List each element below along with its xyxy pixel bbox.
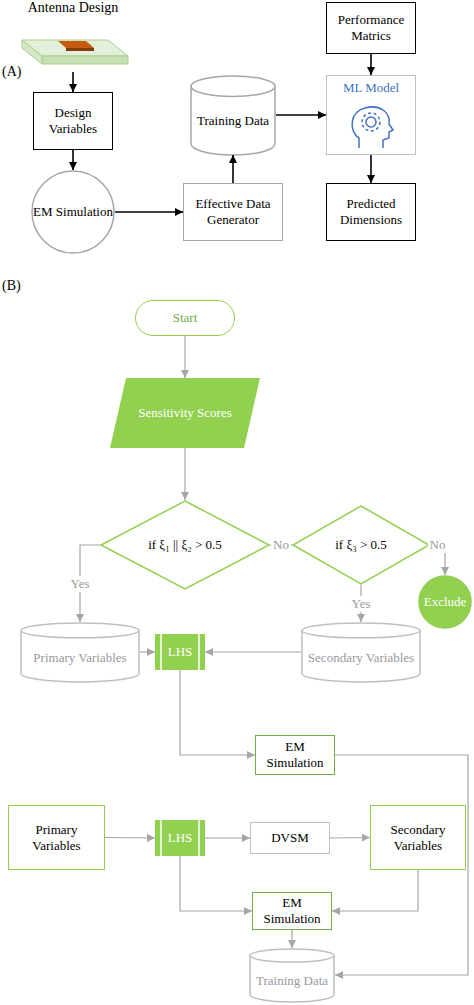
node-text: Start — [173, 310, 198, 326]
node-text: EM Simulation — [257, 895, 327, 926]
flow-arrow — [332, 870, 418, 911]
node-label: Exclude — [418, 575, 472, 629]
node-label: Primary Variables — [20, 622, 140, 682]
node-text: Sensitivity Scores — [138, 405, 232, 421]
node-label: ML Model — [327, 76, 415, 154]
node-label: Start — [136, 301, 234, 335]
flow-arrow — [105, 837, 155, 839]
edge-label: No — [271, 537, 291, 553]
node-text: Predicted Dimensions — [331, 196, 411, 227]
node-text: Effective Data Generator — [188, 196, 278, 227]
model-box: ML Model — [326, 75, 416, 155]
flow-arrow — [330, 837, 370, 839]
process-box: Primary Variables — [8, 805, 105, 870]
node-text: ML Model — [343, 80, 399, 96]
node-text: Primary Variables — [13, 822, 100, 853]
flow-arrow — [72, 72, 74, 92]
process-box: Design Variables — [33, 92, 113, 150]
panel-label: (A) — [2, 64, 21, 80]
edge-label: No — [428, 537, 448, 553]
node-text: Performance Matrics — [331, 12, 411, 43]
process-box: Secondary Variables — [370, 805, 466, 870]
flow-arrow — [115, 211, 183, 213]
node-text: LHS — [168, 830, 193, 846]
node-label: LHS — [155, 634, 205, 670]
node-text: Antenna Design — [28, 0, 119, 17]
node-label: Predicted Dimensions — [327, 184, 415, 240]
node-label: Training Data — [249, 948, 335, 1002]
node-label: Secondary Variables — [371, 806, 465, 869]
predefined-process: LHS — [155, 634, 205, 670]
node-text: Secondary Variables — [308, 650, 414, 666]
node-label: Sensitivity Scores — [110, 378, 260, 448]
node-label: Effective Data Generator — [184, 184, 282, 240]
flow-arrow — [335, 755, 468, 975]
process-box: Performance Matrics — [326, 2, 416, 54]
node-label: LHS — [155, 820, 205, 856]
predefined-process: LHS — [155, 820, 205, 856]
process-box: DVSM — [250, 822, 330, 854]
flow-arrow — [184, 448, 185, 500]
process-box: Predicted Dimensions — [326, 183, 416, 241]
data-cylinder: Secondary Variables — [301, 622, 421, 682]
flow-arrow — [370, 54, 372, 75]
node-label: Training Data — [190, 75, 276, 155]
node-text: Primary Variables — [33, 650, 126, 666]
flow-arrow — [232, 155, 234, 183]
node-label: EM Simulation — [31, 170, 115, 254]
node-text: LHS — [168, 644, 193, 660]
node-text: EM Simulation — [260, 739, 330, 770]
data-parallelogram: Sensitivity Scores — [110, 378, 260, 448]
data-cylinder: Training Data — [249, 948, 335, 1002]
flow-arrow — [291, 930, 292, 948]
data-cylinder: Primary Variables — [20, 622, 140, 682]
decision-diamond: if ξ₁ || ξ₂ > 0.5 — [100, 500, 270, 590]
flow-arrow — [205, 651, 301, 652]
node-label: Secondary Variables — [301, 622, 421, 682]
process-circle: Exclude — [418, 575, 472, 629]
node-label: DVSM — [251, 823, 329, 853]
process-box: EM Simulation — [252, 892, 332, 930]
process-box: EM Simulation — [255, 735, 335, 775]
node-text: EM Simulation — [33, 204, 113, 220]
terminal-pill: Start — [135, 300, 235, 336]
node-text: Design Variables — [38, 105, 108, 136]
node-label: Primary Variables — [9, 806, 104, 869]
node-text: Training Data — [256, 973, 328, 989]
antenna-illustration: Antenna Design — [10, 0, 136, 72]
decision-diamond: if ξ₃ > 0.5 — [292, 505, 430, 585]
flow-arrow — [140, 651, 155, 652]
flow-arrow — [184, 336, 185, 378]
node-label: if ξ₁ || ξ₂ > 0.5 — [100, 500, 270, 590]
panel-label: (B) — [2, 278, 21, 294]
node-label: EM Simulation — [256, 736, 334, 774]
flow-arrow — [205, 837, 250, 838]
node-label: EM Simulation — [253, 893, 331, 929]
flow-arrow — [180, 670, 255, 755]
node-text: Exclude — [424, 594, 467, 610]
flow-arrow — [276, 114, 326, 116]
edge-label: Yes — [350, 596, 373, 612]
node-text: if ξ₁ || ξ₂ > 0.5 — [148, 537, 222, 553]
process-box: Effective Data Generator — [183, 183, 283, 241]
node-label: if ξ₃ > 0.5 — [292, 505, 430, 585]
flow-arrow — [180, 856, 252, 911]
node-text: Training Data — [197, 113, 269, 129]
node-text: if ξ₃ > 0.5 — [335, 537, 387, 553]
data-cylinder: Training Data — [190, 75, 276, 155]
flow-arrow — [72, 150, 74, 170]
node-label: Performance Matrics — [327, 3, 415, 53]
node-text: Secondary Variables — [375, 822, 461, 853]
process-circle: EM Simulation — [31, 170, 115, 254]
edge-label: Yes — [69, 576, 92, 592]
flow-arrow — [370, 155, 372, 183]
node-label: Antenna Design — [10, 0, 136, 72]
node-text: DVSM — [271, 830, 309, 846]
node-label: Design Variables — [34, 93, 112, 149]
